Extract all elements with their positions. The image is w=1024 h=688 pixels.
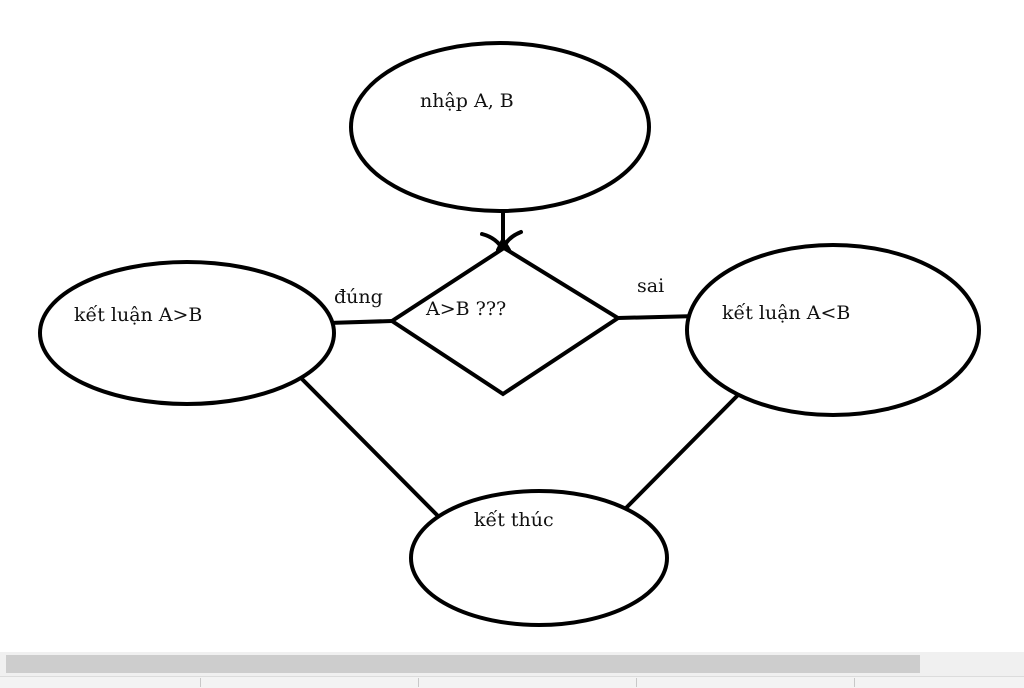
edge-label-no: sai [637, 275, 664, 297]
horizontal-scrollbar-thumb[interactable] [6, 655, 920, 673]
status-divider [854, 678, 855, 687]
no-result-node [685, 243, 981, 417]
end-node-label: kết thúc [474, 509, 554, 531]
edge-decision-to-no [616, 314, 700, 320]
edge-start-to-decision [480, 210, 523, 256]
status-bar [0, 676, 1024, 688]
decision-node-label: A>B ??? [425, 298, 506, 320]
edge-yes-to-end [298, 375, 440, 518]
end-node [409, 489, 669, 627]
start-node [349, 41, 651, 213]
status-divider [636, 678, 637, 687]
status-divider [418, 678, 419, 687]
decision-node [388, 245, 622, 397]
no-result-node-label: kết luận A<B [722, 302, 850, 324]
yes-result-node-label: kết luận A>B [74, 304, 202, 326]
start-node-label: nhập A, B [420, 90, 514, 112]
yes-result-node [38, 260, 336, 406]
edge-decision-to-yes [326, 319, 394, 325]
edge-label-yes: đúng [334, 286, 383, 308]
edge-no-to-end [624, 393, 740, 510]
status-divider [200, 678, 201, 687]
flowchart: nhập A, B A>B ??? kết luận A>B kết luận … [38, 41, 981, 627]
